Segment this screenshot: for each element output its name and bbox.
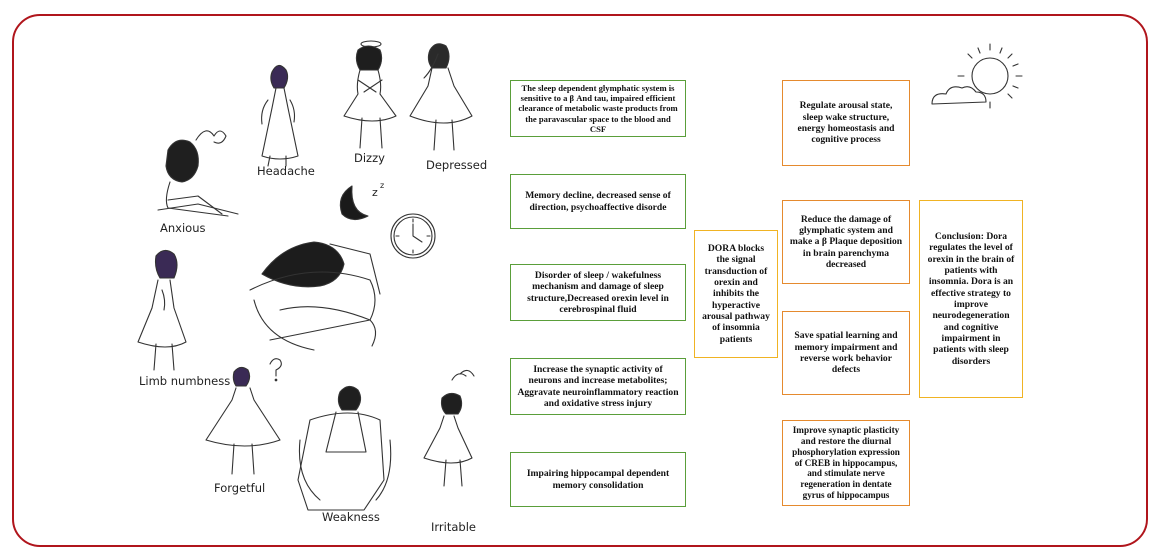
symptom-label-irritable: Irritable [431, 520, 476, 534]
conclusion-box: Conclusion: Dora regulates the level of … [919, 200, 1023, 398]
symptom-label-anxious: Anxious [160, 221, 206, 235]
depressed-girl-figure [409, 43, 473, 151]
svg-text:z: z [380, 181, 384, 190]
reduce-glymphatic-damage-box: Reduce the damage of glymphatic system a… [782, 200, 910, 284]
symptom-label-headache: Headache [257, 164, 315, 178]
symptom-label-limb-numbness: Limb numbness [139, 374, 231, 388]
outer-frame [12, 14, 1148, 547]
hippocampal-memory-box: Impairing hippocampal dependent memory c… [510, 452, 686, 507]
weakness-girl-figure [297, 385, 392, 511]
sleep-wakefulness-disorder-box: Disorder of sleep / wakefulness mechanis… [510, 264, 686, 321]
moon-icon: z z [339, 181, 384, 221]
synaptic-activity-box: Increase the synaptic activity of neuron… [510, 358, 686, 415]
headache-girl-figure [261, 64, 299, 167]
irritable-girl-figure [423, 369, 475, 487]
synaptic-plasticity-box: Improve synaptic plasticity and restore … [782, 420, 910, 506]
sleeping-girl-figure [249, 241, 381, 351]
symptom-label-forgetful: Forgetful [214, 481, 266, 495]
dora-mechanism-box: DORA blocks the signal transduction of o… [694, 230, 778, 358]
symptom-label-dizzy: Dizzy [354, 151, 385, 165]
spatial-learning-box: Save spatial learning and memory impairm… [782, 311, 910, 395]
svg-text:z: z [372, 186, 378, 199]
glymphatic-clearance-box: The sleep dependent glymphatic system is… [510, 80, 686, 137]
anxious-girl-figure [157, 130, 239, 217]
forgetful-girl-figure [205, 366, 281, 475]
clock-icon [390, 213, 436, 259]
question-mark-icon [269, 358, 282, 382]
symptom-label-weakness: Weakness [322, 510, 380, 524]
dizzy-girl-figure [343, 40, 397, 149]
memory-decline-box: Memory decline, decreased sense of direc… [510, 174, 686, 229]
limb-numbness-girl-figure [137, 249, 187, 371]
regulate-arousal-box: Regulate arousal state, sleep wake struc… [782, 80, 910, 166]
symptom-label-depressed: Depressed [426, 158, 488, 172]
sun-cloud-icon [931, 43, 1023, 109]
